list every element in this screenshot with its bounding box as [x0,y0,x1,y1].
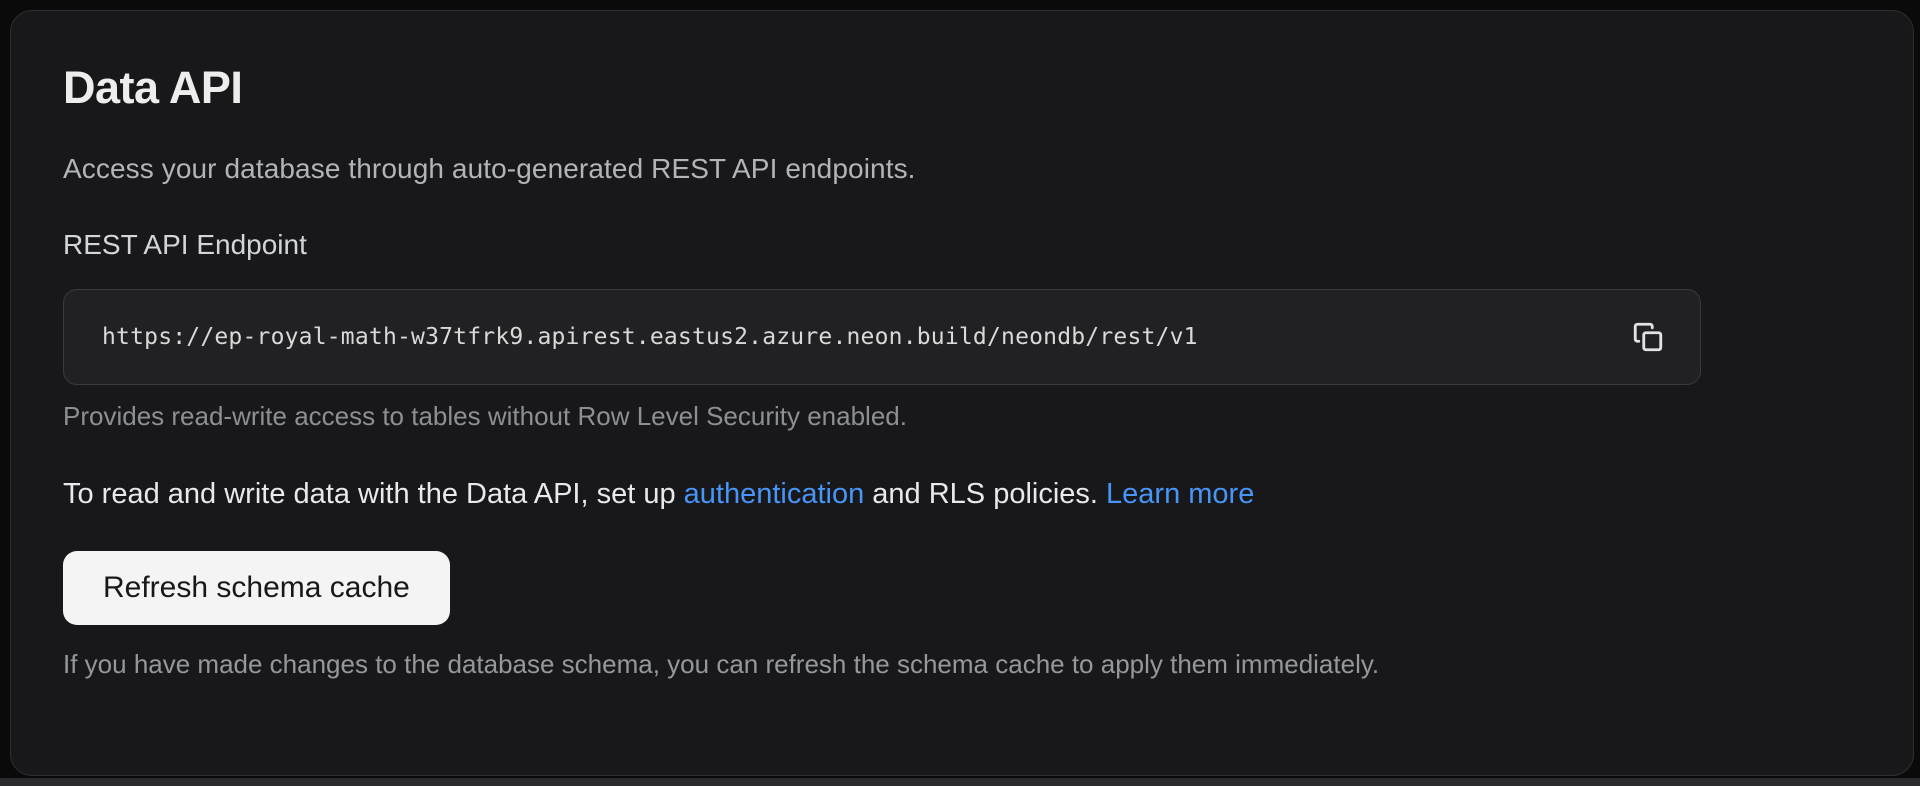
refresh-helper-text: If you have made changes to the database… [63,648,1380,679]
auth-note: To read and write data with the Data API… [63,478,1861,511]
learn-more-link[interactable]: Learn more [1106,477,1255,510]
copy-icon [1631,320,1665,354]
endpoint-field[interactable]: https://ep-royal-math-w37tfrk9.apirest.e… [63,288,1701,385]
next-section-edge [0,778,1920,786]
page-title: Data API [63,62,243,113]
auth-note-middle: and RLS policies. [864,477,1107,510]
endpoint-helper-text: Provides read-write access to tables wit… [63,400,907,431]
data-api-card: Data API Access your database through au… [10,10,1914,776]
copy-button[interactable] [1626,315,1670,359]
page-description: Access your database through auto-genera… [63,152,916,184]
endpoint-url-value[interactable]: https://ep-royal-math-w37tfrk9.apirest.e… [102,323,1198,350]
authentication-link[interactable]: authentication [683,477,865,510]
auth-note-prefix: To read and write data with the Data API… [63,477,684,510]
refresh-schema-cache-button[interactable]: Refresh schema cache [63,550,450,625]
endpoint-label: REST API Endpoint [63,228,307,260]
